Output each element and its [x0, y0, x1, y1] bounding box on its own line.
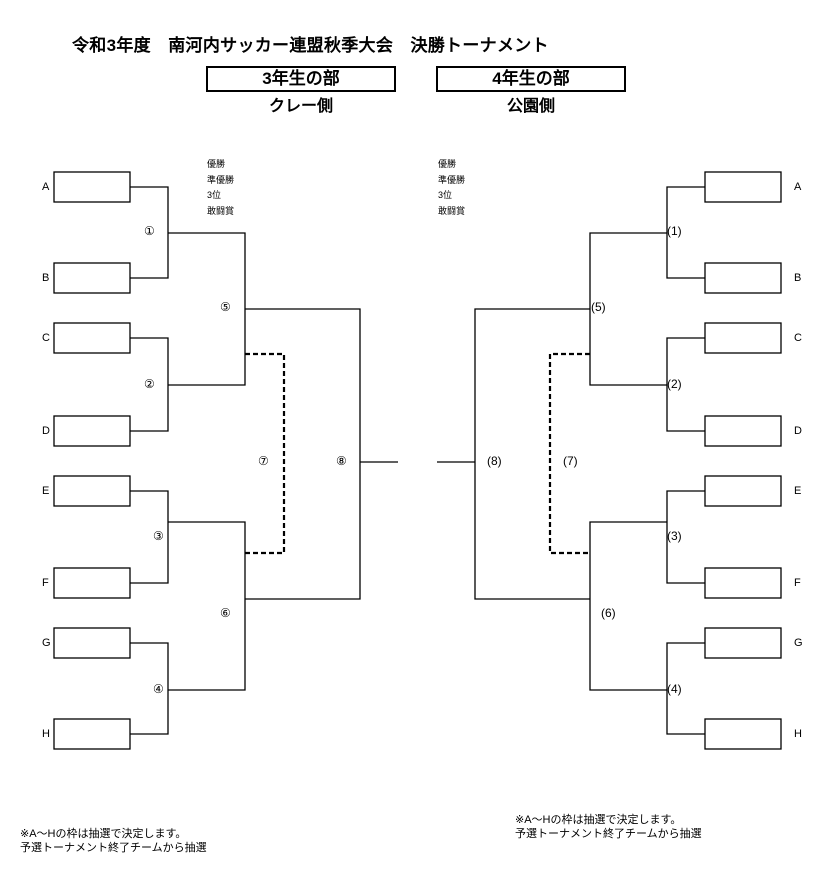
footnote-line-2: 予選トーナメント終了チームから抽選 — [20, 842, 207, 854]
match-label-6-right: (6) — [601, 606, 616, 620]
slot-label-f-left: F — [42, 577, 49, 589]
award-runner-up: 準優勝 — [207, 174, 235, 185]
team-slot-box-d-right — [704, 415, 782, 447]
page-title: 令和3年度 南河内サッカー連盟秋季大会 決勝トーナメント — [72, 36, 549, 55]
team-slot-box-f-right — [704, 567, 782, 599]
match-label-2-left: ② — [144, 377, 155, 391]
team-slot-box-e-left — [53, 475, 131, 507]
venue-label-park: 公園側 — [506, 98, 555, 115]
slot-label-h-left: H — [42, 728, 50, 740]
team-slot-box-c-left — [53, 322, 131, 354]
slot-label-a-right: A — [794, 181, 802, 193]
bracket-line-match-8-left — [245, 308, 361, 600]
team-slot-box-f-left — [53, 567, 131, 599]
awards-list-right: 優勝 準優勝 3位 敢闘賞 — [438, 157, 465, 219]
award-runner-up: 準優勝 — [438, 174, 466, 185]
footnote-line-1: ※A～Hの枠は抽選で決定します。 — [515, 814, 682, 826]
slot-label-e-right: E — [794, 485, 802, 497]
bracket-line-match-6-right — [589, 521, 667, 691]
award-fighting-spirit: 敢闘賞 — [207, 205, 235, 216]
footnote-left: ※A～Hの枠は抽選で決定します。 予選トーナメント終了チームから抽選 — [20, 827, 207, 855]
team-slot-box-a-right — [704, 171, 782, 203]
match-label-8-right: (8) — [487, 454, 502, 468]
bracket-line-match-7-left — [245, 352, 286, 555]
division-box-4th-grade: 4年生の部 — [436, 66, 626, 92]
award-champion: 優勝 — [438, 159, 457, 169]
match-label-1-left: ① — [144, 224, 155, 238]
match-label-4-right: (4) — [667, 682, 682, 696]
team-slot-box-h-left — [53, 718, 131, 750]
slot-label-c-right: C — [794, 332, 802, 344]
team-slot-box-c-right — [704, 322, 782, 354]
match-label-5-right: (5) — [591, 300, 606, 314]
match-label-5-left: ⑤ — [220, 300, 231, 314]
team-slot-box-e-right — [704, 475, 782, 507]
match-label-2-right: (2) — [667, 377, 682, 391]
bracket-line-match-6-left — [168, 521, 246, 691]
team-slot-box-b-right — [704, 262, 782, 294]
bracket-line-match-5-left — [168, 232, 246, 386]
team-slot-box-g-right — [704, 627, 782, 659]
slot-label-d-left: D — [42, 425, 50, 437]
slot-label-c-left: C — [42, 332, 50, 344]
match-label-3-left: ③ — [153, 529, 164, 543]
bracket-line-match-4-right — [666, 642, 705, 735]
award-fighting-spirit: 敢闘賞 — [438, 205, 466, 216]
award-third: 3位 — [207, 190, 222, 200]
venue-label-clay: クレー側 — [268, 98, 333, 115]
slot-label-a-left: A — [42, 181, 50, 193]
match-label-3-right: (3) — [667, 529, 682, 543]
slot-label-d-right: D — [794, 425, 802, 437]
award-champion: 優勝 — [207, 159, 226, 169]
slot-label-b-left: B — [42, 272, 50, 284]
slot-label-g-left: G — [42, 637, 51, 649]
slot-label-h-right: H — [794, 728, 802, 740]
bracket-line-match-7-right — [548, 352, 590, 555]
match-label-1-right: (1) — [667, 224, 682, 238]
slot-label-f-right: F — [794, 577, 801, 589]
match-label-6-left: ⑥ — [220, 606, 231, 620]
slot-label-b-right: B — [794, 272, 802, 284]
match-label-8-left: ⑧ — [336, 454, 347, 468]
team-slot-box-a-left — [53, 171, 131, 203]
footnote-line-2: 予選トーナメント終了チームから抽選 — [515, 828, 702, 840]
match-label-7-left: ⑦ — [258, 454, 269, 468]
match-label-4-left: ④ — [153, 682, 164, 696]
team-slot-box-g-left — [53, 627, 131, 659]
division-box-3rd-grade: 3年生の部 — [206, 66, 396, 92]
award-third: 3位 — [438, 190, 453, 200]
awards-list-left: 優勝 準優勝 3位 敢闘賞 — [207, 157, 234, 219]
bracket-line-match-3-left — [130, 490, 169, 584]
team-slot-box-b-left — [53, 262, 131, 294]
slot-label-e-left: E — [42, 485, 50, 497]
footnote-line-1: ※A～Hの枠は抽選で決定します。 — [20, 828, 187, 840]
bracket-line-match-3-right — [666, 490, 705, 584]
match-label-7-right: (7) — [563, 454, 578, 468]
team-slot-box-h-right — [704, 718, 782, 750]
bracket-line-match-4-left — [130, 642, 169, 735]
slot-label-g-right: G — [794, 637, 803, 649]
bracket-line-match-8-right — [474, 308, 590, 600]
team-slot-box-d-left — [53, 415, 131, 447]
footnote-right: ※A～Hの枠は抽選で決定します。 予選トーナメント終了チームから抽選 — [515, 813, 702, 841]
